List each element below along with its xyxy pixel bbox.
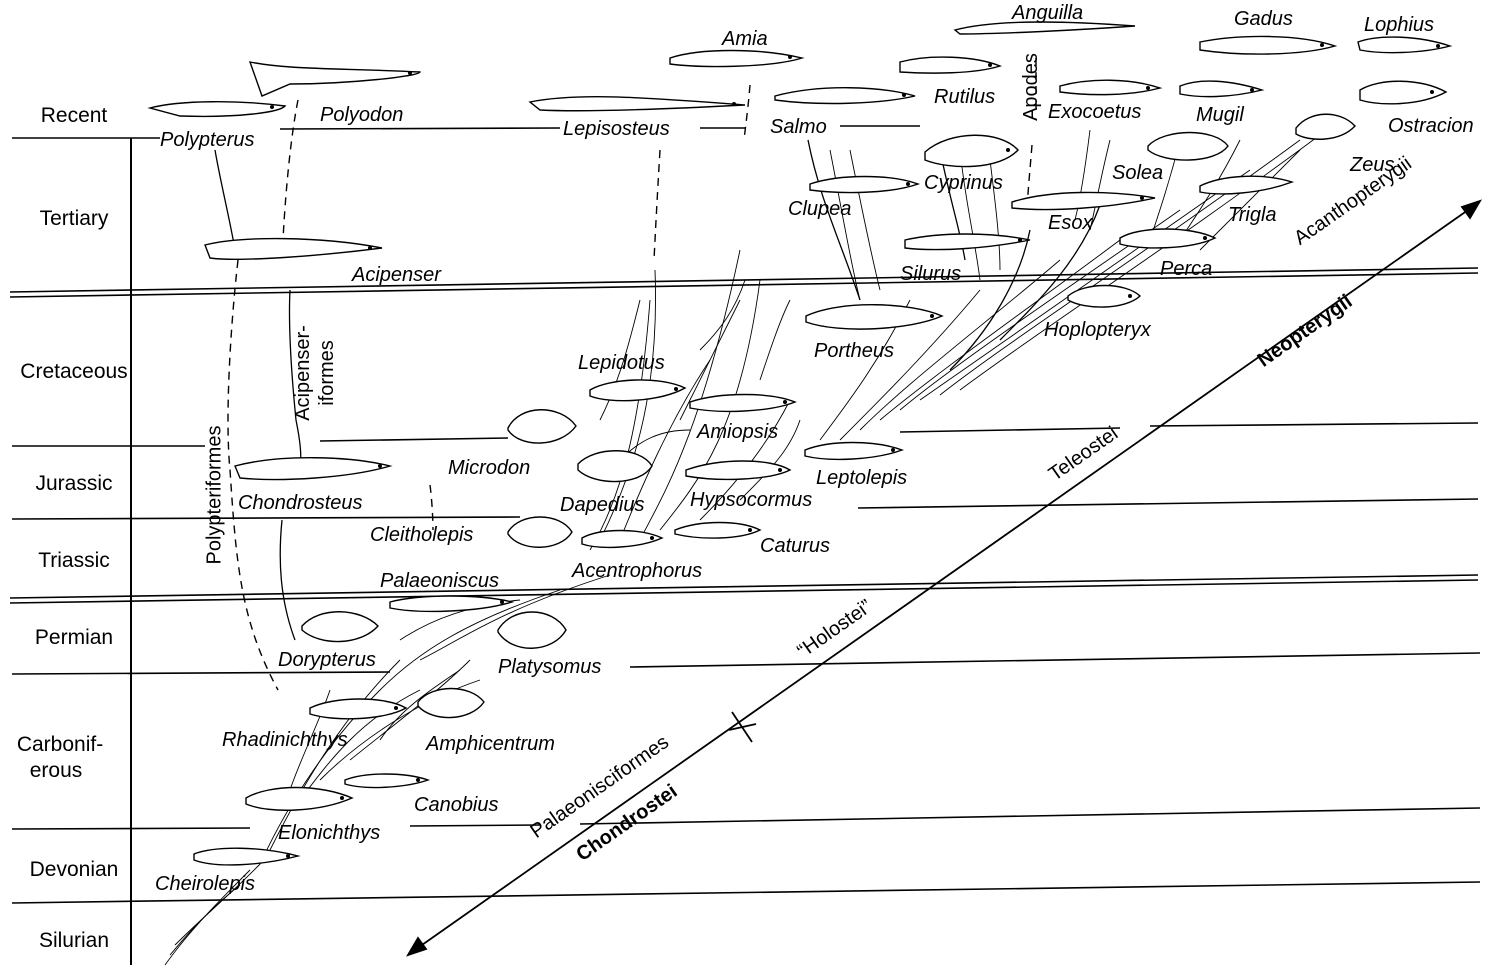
taxon-hoplopteryx: Hoplopteryx: [1044, 319, 1151, 341]
fish-eyes: [270, 43, 1440, 858]
taxon-zeus: Zeus: [1350, 154, 1395, 176]
taxon-polypterus: Polypterus: [160, 129, 255, 151]
period-boundaries: [9, 125, 1481, 904]
taxon-leptolepis: Leptolepis: [816, 467, 908, 489]
taxon-trigla: Trigla: [1228, 204, 1277, 226]
taxon-microdon: Microdon: [448, 457, 531, 479]
taxon-hypsocormus: Hypsocormus: [690, 489, 813, 511]
taxon-rhadinichthys: Rhadinichthys: [222, 729, 348, 751]
clade-arrow: [406, 199, 1482, 957]
group-apodes: Apodes: [1019, 53, 1042, 121]
period-jurassic: Jurassic: [35, 472, 113, 495]
taxon-lophius: Lophius: [1364, 14, 1435, 36]
period-tertiary: Tertiary: [39, 207, 109, 230]
group-polypteriformes: Polypteriformes: [203, 425, 226, 565]
dashed-lineages: [227, 58, 1037, 691]
taxon-dorypterus: Dorypterus: [278, 649, 376, 671]
taxon-rutilus: Rutilus: [934, 86, 996, 108]
taxon-caturus: Caturus: [760, 535, 831, 557]
taxon-polyodon: Polyodon: [320, 104, 404, 126]
fish-silhouettes: [147, 21, 1453, 866]
taxon-cyprinus: Cyprinus: [924, 172, 1003, 194]
taxon-amphicentrum: Amphicentrum: [426, 733, 555, 755]
taxon-esox: Esox: [1048, 212, 1093, 234]
taxon-lepidotus: Lepidotus: [578, 352, 665, 374]
taxon-dapedius: Dapedius: [560, 494, 645, 516]
taxon-salmo: Salmo: [770, 116, 827, 138]
taxon-amia: Amia: [722, 28, 768, 50]
group-acipenseriformes-line1: Acipenser-: [291, 325, 314, 421]
taxon-cheirolepis: Cheirolepis: [155, 873, 256, 895]
taxon-cleitholepis: Cleitholepis: [370, 524, 474, 546]
period-triassic: Triassic: [38, 549, 110, 572]
taxon-perca: Perca: [1160, 258, 1213, 280]
taxon-canobius: Canobius: [414, 794, 499, 816]
taxon-exocoetus: Exocoetus: [1048, 101, 1142, 123]
taxon-portheus: Portheus: [814, 340, 895, 362]
taxon-lepisosteus: Lepisosteus: [563, 118, 670, 140]
taxon-mugil: Mugil: [1196, 104, 1244, 126]
period-carboniferous-line1: Carbonif-: [16, 733, 104, 756]
taxon-solea: Solea: [1112, 162, 1164, 184]
taxon-gadus: Gadus: [1234, 8, 1293, 30]
taxon-acentrophorus: Acentrophorus: [572, 560, 703, 582]
taxon-clupea: Clupea: [788, 198, 852, 220]
taxon-palaeoniscus: Palaeoniscus: [380, 570, 499, 592]
period-recent: Recent: [40, 104, 108, 127]
period-cretaceous: Cretaceous: [20, 360, 128, 383]
group-acipenseriformes-line2: iformes: [315, 340, 338, 406]
period-devonian: Devonian: [29, 858, 119, 881]
taxon-chondrosteus: Chondrosteus: [238, 492, 363, 514]
period-carboniferous-line2: erous: [29, 759, 83, 782]
taxon-ostracion: Ostracion: [1388, 115, 1474, 137]
taxon-acipenser: Acipenser: [352, 264, 441, 286]
taxon-silurus: Silurus: [900, 263, 962, 285]
period-permian: Permian: [34, 626, 114, 649]
taxon-platysomus: Platysomus: [498, 656, 602, 678]
taxon-amiopsis: Amiopsis: [697, 421, 779, 443]
period-silurian: Silurian: [38, 929, 110, 952]
taxon-anguilla: Anguilla: [1012, 2, 1084, 24]
taxon-elonichthys: Elonichthys: [278, 822, 381, 844]
